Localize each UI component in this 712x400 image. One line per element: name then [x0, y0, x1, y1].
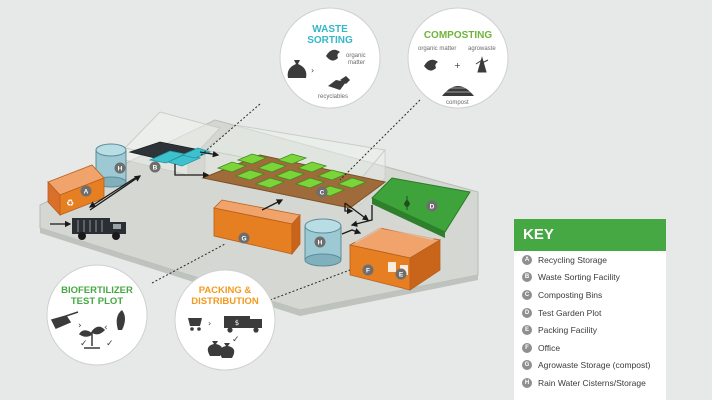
marker-c — [316, 186, 328, 198]
marker-f — [362, 264, 374, 276]
marker-f-label: F — [366, 268, 370, 275]
marker-b — [149, 161, 161, 173]
svg-text:matter: matter — [348, 60, 365, 66]
compost-pile-icon — [442, 86, 474, 96]
key-label: Test Garden Plot — [538, 307, 602, 318]
svg-text:›: › — [311, 66, 314, 75]
key-label: Agrowaste Storage (compost) — [538, 360, 651, 371]
marker-badges: A B C D E F G H H — [80, 161, 438, 280]
marker-e — [395, 268, 407, 280]
key-panel: KEY A Recycling Storage B Waste Sorting Fa… — [514, 219, 666, 400]
key-item: F Office — [514, 339, 666, 357]
marker-d — [426, 200, 438, 212]
key-label: Packing Facility — [538, 325, 598, 336]
svg-text:›: › — [78, 321, 82, 331]
svg-text:✓: ✓ — [106, 339, 114, 349]
key-label: Office — [538, 342, 561, 353]
key-badge: G — [522, 360, 532, 371]
marker-g-label: G — [241, 236, 246, 243]
svg-text:✓: ✓ — [80, 339, 88, 349]
svg-text:✓: ✓ — [232, 335, 240, 345]
composting-bed — [201, 154, 387, 209]
svg-text:+: + — [454, 61, 461, 70]
key-item: E Packing Facility — [514, 321, 666, 339]
marker-a-label: A — [84, 189, 89, 196]
delivery-truck-icon — [224, 316, 250, 328]
shovel-icon — [50, 311, 79, 329]
cart-icon — [188, 318, 202, 326]
waste-sorting-title-2: SORTING — [307, 35, 353, 46]
sorting-facility — [128, 141, 212, 167]
key-item: A Recycling Storage — [514, 251, 666, 269]
key-title: KEY — [514, 219, 666, 251]
organic-matter-icon — [424, 59, 438, 71]
key-label: Rain Water Cisterns/Storage — [538, 377, 646, 388]
key-item: G Agrowaste Storage (compost) — [514, 357, 666, 375]
truck-sign: $ — [235, 319, 239, 327]
key-badge: C — [522, 289, 532, 300]
key-badge: A — [522, 254, 532, 265]
marker-d-label: D — [430, 204, 435, 211]
organic-matter-icon — [326, 49, 340, 61]
marker-e-label: E — [399, 272, 404, 279]
marker-h1-label: H — [118, 166, 123, 173]
svg-text:compost: compost — [446, 100, 469, 106]
key-item: H Rain Water Cisterns/Storage — [514, 374, 666, 392]
key-label: Composting Bins — [538, 289, 603, 300]
waste-sorting-callout: WASTE SORTING › organic matter recyclabl… — [279, 7, 381, 109]
agrowaste-icon — [475, 56, 489, 73]
marker-c-label: C — [320, 190, 325, 197]
packing-title-2: DISTRIBUTION — [191, 296, 259, 307]
packing-title-1: PACKING & — [199, 285, 252, 296]
marker-h2-label: H — [318, 240, 323, 247]
recycling-storage: ♻ — [47, 164, 105, 217]
agrowaste-storage — [213, 199, 301, 256]
waste-sorting-title-1: WASTE — [312, 24, 348, 35]
key-badge: D — [522, 307, 532, 318]
key-label: Waste Sorting Facility — [538, 272, 620, 283]
seedling-icon — [78, 326, 106, 349]
money-bags-icon — [207, 341, 235, 358]
corn-icon — [116, 310, 125, 330]
svg-text:recyclables: recyclables — [318, 94, 348, 100]
key-item: D Test Garden Plot — [514, 304, 666, 322]
key-label: Recycling Storage — [538, 254, 607, 265]
key-item: C Composting Bins — [514, 286, 666, 304]
svg-text:agrowaste: agrowaste — [468, 46, 496, 52]
svg-text:♻: ♻ — [66, 199, 74, 209]
svg-text:organic: organic — [346, 53, 366, 59]
key-item: B Waste Sorting Facility — [514, 269, 666, 287]
composting-title: COMPOSTING — [424, 30, 493, 41]
key-badge: E — [522, 325, 532, 336]
key-badge: F — [522, 342, 532, 353]
garbage-truck — [72, 218, 126, 240]
recyclables-icon — [328, 76, 350, 90]
key-badge: B — [522, 272, 532, 283]
biofertilizer-title-2: TEST PLOT — [71, 296, 123, 307]
marker-h2 — [314, 236, 326, 248]
test-garden-plot — [371, 177, 471, 238]
svg-text:‹: ‹ — [104, 323, 108, 333]
marker-b-label: B — [153, 165, 158, 172]
biofertilizer-callout: BIOFERTILIZER TEST PLOT › ‹ ✓ ✓ — [46, 264, 148, 366]
flow-arrows — [50, 150, 373, 235]
key-badge: H — [522, 377, 532, 388]
key-list: A Recycling Storage B Waste Sorting Facili… — [514, 251, 666, 392]
biofertilizer-title-1: BIOFERTILIZER — [61, 285, 133, 296]
leader-lines — [151, 99, 421, 301]
composting-callout: COMPOSTING organic matter agrowaste + co… — [407, 7, 509, 109]
packing-callout: PACKING & DISTRIBUTION › $ ✓ — [174, 269, 276, 371]
marker-h1 — [114, 162, 126, 174]
marker-g — [238, 232, 250, 244]
svg-text:organic matter: organic matter — [418, 46, 456, 52]
svg-text:›: › — [208, 319, 211, 328]
trash-bag-icon — [287, 60, 307, 78]
marker-a — [80, 185, 92, 197]
packing-office-building — [348, 222, 442, 291]
